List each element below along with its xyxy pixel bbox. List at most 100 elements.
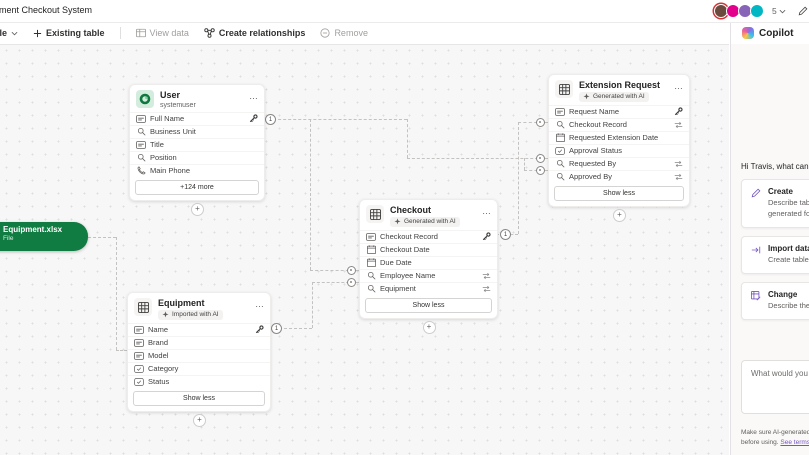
field-row[interactable]: Category bbox=[128, 361, 270, 375]
table-card-extension-request[interactable]: Extension Request Generated with AI … Re… bbox=[548, 74, 690, 222]
field-row[interactable]: Name bbox=[128, 322, 270, 336]
field-row[interactable]: Approval Status bbox=[549, 143, 689, 157]
field-row[interactable]: Requested By bbox=[549, 156, 689, 170]
card-menu-button[interactable]: … bbox=[249, 91, 258, 101]
table-card-checkout[interactable]: Checkout Generated with AI … Checkout Re… bbox=[359, 199, 498, 334]
remove-button[interactable]: Remove bbox=[320, 28, 368, 38]
field-row[interactable]: Title bbox=[130, 137, 264, 151]
field-label: Checkout Record bbox=[380, 232, 438, 242]
lookup-icon bbox=[366, 284, 376, 293]
card-header: Checkout Generated with AI … bbox=[360, 200, 497, 230]
field-row[interactable]: Equipment bbox=[360, 281, 497, 295]
field-row[interactable]: Requested Extension Date bbox=[549, 130, 689, 144]
field-label: Checkout Record bbox=[569, 120, 627, 130]
relationship-connector bbox=[263, 119, 407, 120]
copilot-header: Copilot bbox=[730, 22, 809, 44]
ai-badge: Imported with AI bbox=[158, 309, 223, 320]
field-row[interactable]: Status bbox=[128, 374, 270, 388]
table-grid-icon bbox=[134, 298, 152, 316]
suggestion-body: Describe the changes you'd like to make bbox=[768, 300, 809, 310]
field-label: Checkout Date bbox=[380, 245, 430, 255]
field-row[interactable]: Checkout Record bbox=[360, 229, 497, 243]
field-row[interactable]: Business Unit bbox=[130, 124, 264, 138]
avatar[interactable] bbox=[750, 4, 764, 18]
many-end-marker bbox=[347, 278, 356, 287]
create-relationships-button[interactable]: Create relationships bbox=[204, 28, 305, 38]
text-field-icon bbox=[555, 108, 565, 116]
field-row[interactable]: Employee Name bbox=[360, 268, 497, 282]
change-table-icon bbox=[751, 290, 761, 312]
ai-sparkle-icon bbox=[583, 93, 590, 100]
field-row[interactable]: Request Name bbox=[549, 104, 689, 118]
card-header: Equipment Imported with AI … bbox=[128, 293, 270, 323]
copilot-suggestion-import[interactable]: Import data Create tables from Excel fil… bbox=[741, 235, 809, 274]
choice-icon bbox=[555, 146, 565, 155]
pencil-icon bbox=[798, 6, 808, 16]
copilot-suggestion-change[interactable]: Change Describe the changes you'd like t… bbox=[741, 281, 809, 320]
add-field-button[interactable]: + bbox=[422, 320, 436, 334]
show-less-button[interactable]: Show less bbox=[365, 297, 492, 313]
field-row[interactable]: Full Name bbox=[130, 111, 264, 125]
field-row[interactable]: Position bbox=[130, 150, 264, 164]
table-logical-name: systemuser bbox=[160, 101, 196, 109]
card-menu-button[interactable]: … bbox=[255, 299, 264, 309]
copilot-title: Copilot bbox=[759, 27, 794, 39]
source-file-node[interactable]: Equipment.xlsx File bbox=[0, 222, 88, 251]
existing-table-button[interactable]: Existing table bbox=[33, 28, 105, 38]
view-data-icon bbox=[135, 28, 146, 38]
table-title: Extension Request bbox=[579, 80, 661, 90]
copilot-suggestion-create[interactable]: Create Describe tables, columns, and rel… bbox=[741, 179, 809, 228]
view-data-button[interactable]: View data bbox=[135, 28, 189, 38]
ai-sparkle-icon bbox=[394, 218, 401, 225]
field-label: Main Phone bbox=[150, 166, 191, 176]
card-menu-button[interactable]: … bbox=[674, 81, 683, 91]
edit-button[interactable]: Edit bbox=[798, 6, 809, 16]
field-row[interactable]: Main Phone bbox=[130, 163, 264, 177]
relationship-connector bbox=[407, 158, 548, 159]
card-menu-button[interactable]: … bbox=[482, 206, 491, 216]
field-row[interactable]: Checkout Date bbox=[360, 242, 497, 256]
lookup-icon bbox=[136, 127, 146, 136]
relationship-connector bbox=[407, 119, 408, 158]
calendar-icon bbox=[555, 133, 565, 143]
relationship-icon bbox=[674, 121, 683, 129]
add-field-button[interactable]: + bbox=[191, 202, 204, 216]
field-row[interactable]: Checkout Record bbox=[549, 117, 689, 131]
calendar-icon bbox=[366, 245, 376, 255]
field-label: Approved By bbox=[569, 172, 612, 182]
relationship-connector bbox=[518, 122, 519, 234]
field-row[interactable]: Approved By bbox=[549, 169, 689, 183]
field-label: Position bbox=[150, 153, 177, 163]
relationship-icon bbox=[482, 272, 491, 280]
new-table-button[interactable]: New table bbox=[0, 28, 18, 38]
choice-icon bbox=[134, 377, 144, 386]
many-end-marker bbox=[536, 154, 545, 163]
primary-key-icon bbox=[482, 232, 491, 241]
add-field-button[interactable]: + bbox=[613, 208, 626, 222]
app-header: Equipment Checkout System 5 Edit bbox=[0, 0, 809, 23]
field-label: Employee Name bbox=[380, 271, 436, 281]
remove-label: Remove bbox=[334, 28, 368, 38]
copilot-input-placeholder: What would you like to do? bbox=[751, 368, 809, 378]
show-less-button[interactable]: Show less bbox=[133, 390, 265, 406]
choice-icon bbox=[134, 364, 144, 373]
collaborator-count[interactable]: 5 bbox=[772, 6, 786, 16]
see-terms-link[interactable]: See terms bbox=[780, 438, 809, 446]
show-less-button[interactable]: Show less bbox=[554, 185, 684, 201]
more-fields-button[interactable]: +124 more bbox=[135, 179, 259, 195]
copilot-input[interactable]: What would you like to do? bbox=[741, 359, 809, 414]
lookup-icon bbox=[555, 159, 565, 168]
view-data-label: View data bbox=[149, 28, 189, 38]
field-row[interactable]: Due Date bbox=[360, 255, 497, 269]
lookup-icon bbox=[366, 271, 376, 280]
lookup-icon bbox=[136, 153, 146, 162]
add-field-button[interactable]: + bbox=[193, 413, 206, 427]
field-row[interactable]: Model bbox=[128, 348, 270, 362]
table-title: User bbox=[160, 90, 181, 100]
field-row[interactable]: Brand bbox=[128, 335, 270, 349]
er-diagram-canvas[interactable]: 1 1 1 Equipment.xlsx File User systemuse… bbox=[0, 44, 729, 455]
collaborator-avatars[interactable] bbox=[714, 4, 764, 18]
app-title: Equipment Checkout System bbox=[0, 5, 93, 15]
